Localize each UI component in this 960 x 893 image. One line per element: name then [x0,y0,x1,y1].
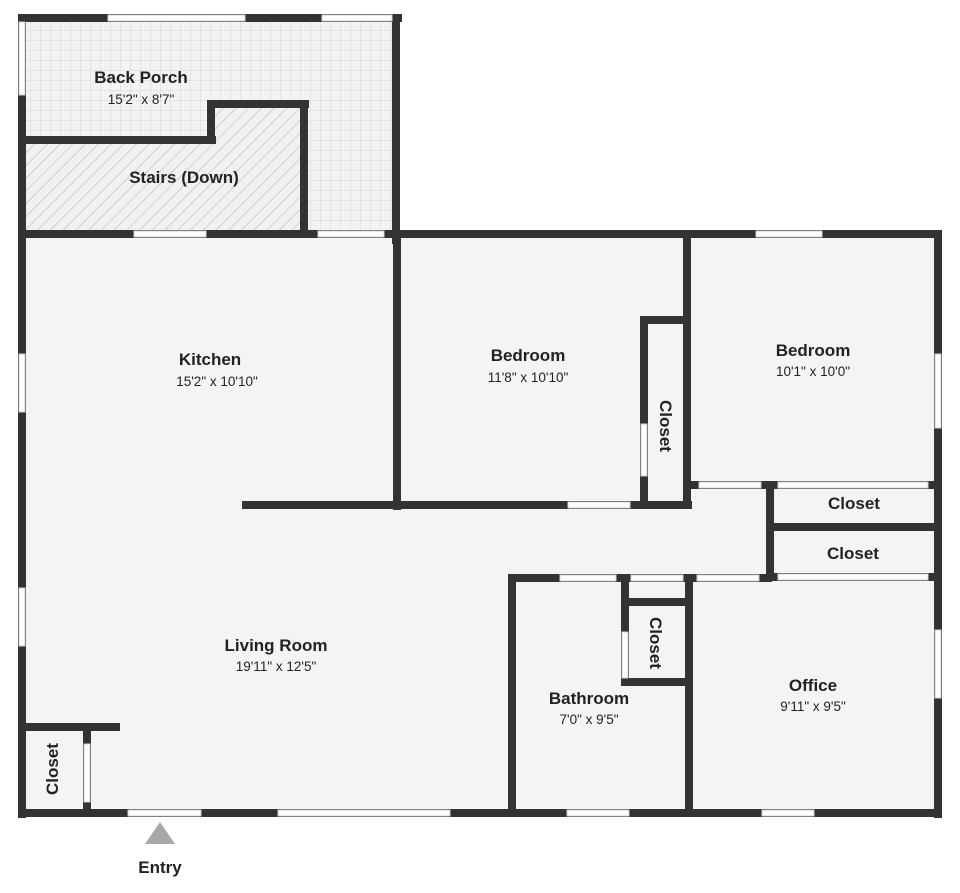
door-opening [567,501,631,509]
closet-bedroom-1-name: Closet [656,400,675,452]
wall [22,136,216,144]
entry-door [127,809,202,817]
entry-marker: Entry [138,822,182,877]
wall [207,100,215,144]
bedroom-2-dims: 10'1" x 10'0" [776,364,850,379]
bedroom-1-dims: 11'8" x 10'10" [488,370,569,385]
triangle-up-icon [145,822,175,844]
kitchen-name: Kitchen [179,350,241,369]
window [277,809,451,817]
stairs-name: Stairs (Down) [129,168,239,187]
door-opening [777,481,929,489]
windows [18,14,942,817]
wall [508,574,516,814]
wall [640,316,690,324]
kitchen-dims: 15'2" x 10'10" [176,374,258,389]
entry-label: Entry [138,858,182,877]
wall [207,100,309,108]
window [934,629,942,699]
back-porch-name: Back Porch [94,68,188,87]
wall [18,230,26,818]
window [133,230,207,238]
living-room-name: Living Room [225,636,328,655]
door-opening [559,574,617,582]
bedroom-2-name: Bedroom [776,341,851,360]
window [566,809,630,817]
door-opening [83,743,91,803]
door-opening [640,423,648,477]
window [761,809,815,817]
wall [22,723,120,731]
window [321,14,393,22]
door-opening [317,230,385,238]
bathroom-dims: 7'0" x 9'5" [559,712,618,727]
wall [640,316,648,508]
wall [18,809,942,817]
back-porch-dims: 15'2" x 8'7" [108,92,175,107]
window [18,353,26,413]
wall [621,574,629,686]
office-dims: 9'11" x 9'5" [780,699,846,714]
wall [621,598,689,606]
door-opening [621,631,629,679]
bathroom-name: Bathroom [549,689,629,708]
closet-entry-name: Closet [43,743,62,795]
door-opening [630,574,684,582]
wall [18,230,942,238]
wall [18,14,26,244]
window [755,230,823,238]
window [934,353,942,429]
wall [683,234,691,509]
wall [300,100,308,238]
wall [766,523,938,531]
closet-bathroom-name: Closet [646,617,665,669]
stairs-floor [22,104,305,234]
wall [393,234,401,510]
window [18,21,26,96]
office-name: Office [789,676,837,695]
wall [621,678,689,686]
closet-hall-1-name: Closet [828,494,880,513]
bedroom-1-name: Bedroom [491,346,566,365]
door-opening [696,574,760,582]
door-opening [777,573,929,581]
wall [392,14,400,244]
window [18,587,26,647]
room-labels: Back Porch 15'2" x 8'7" Stairs (Down) Ki… [43,68,880,795]
door-opening [698,481,762,489]
living-room-dims: 19'11" x 12'5" [236,659,317,674]
closet-hall-2-name: Closet [827,544,879,563]
wall [685,574,693,814]
window [107,14,246,22]
wall [242,501,692,509]
